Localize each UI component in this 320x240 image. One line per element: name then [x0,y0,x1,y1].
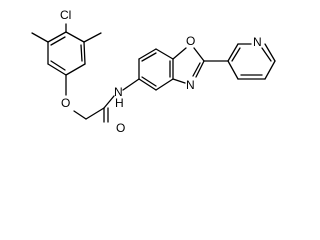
molecule-structure: Cl O N H O O N N [31,8,276,135]
chlorine-label: Cl [60,8,71,22]
carbonyl-oxygen-label: O [116,121,125,135]
oxazole-oxygen-label: O [186,34,195,48]
amide-nitrogen-label: N [114,85,123,99]
amide-hydrogen-label: H [115,96,124,110]
ether-oxygen-label: O [61,96,70,110]
pyridine-nitrogen-label: N [253,35,262,49]
bond-lines [31,23,276,123]
atom-labels: Cl O N H O O N N [60,8,262,135]
oxazole-nitrogen-label: N [186,78,195,92]
